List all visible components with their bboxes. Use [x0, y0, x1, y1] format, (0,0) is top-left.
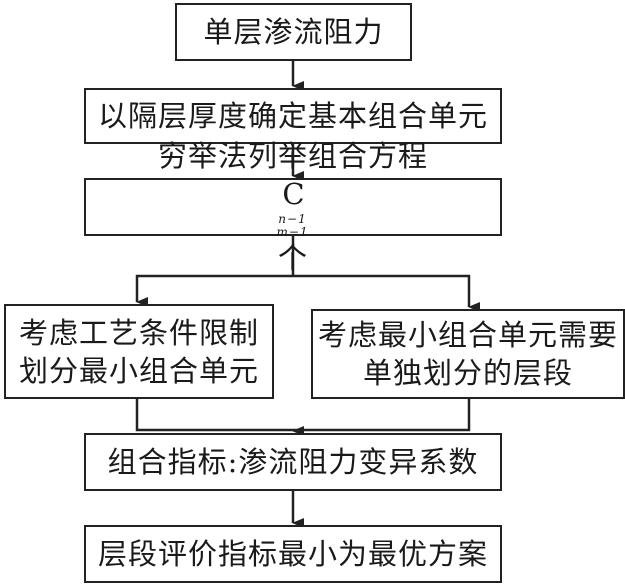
node-label: 单层渗流阻力 [203, 15, 384, 49]
formula-indices: n−1 m−1 [159, 213, 426, 239]
node-label: 组合指标:渗流阻力变异系数 [107, 445, 479, 479]
formula-subscript: m−1 [276, 225, 309, 239]
node-label-line-1: 考虑最小组合单元需要 [317, 318, 618, 352]
node-process-constraints: 考虑工艺条件限制 划分最小组合单元 [4, 304, 274, 399]
label-suffix: 个 [277, 241, 308, 275]
formula-superscript: n−1 [278, 212, 307, 226]
node-separate-intervals: 考虑最小组合单元需要 单独划分的层段 [311, 309, 625, 399]
edge-n3-n5 [293, 274, 480, 312]
node-label-line-1: 考虑工艺条件限制 [18, 315, 259, 350]
node-single-layer-resistance: 单层渗流阻力 [175, 3, 412, 61]
node-basic-unit: 以隔层厚度确定基本组合单元 [84, 88, 502, 144]
node-label: 穷举法列举组合方程 C n−1 m−1 个 [158, 137, 428, 277]
edge-n4-merge [135, 398, 471, 432]
node-optimal-scheme: 层段评价指标最小为最优方案 [84, 525, 502, 583]
formula-symbol: C [282, 177, 306, 211]
node-combination-index: 组合指标:渗流阻力变异系数 [84, 433, 502, 491]
edge-n3-n4 [135, 274, 293, 307]
node-label-line-2: 单独划分的层段 [362, 356, 573, 390]
label-prefix: 穷举法列举组合方程 [157, 139, 428, 173]
node-label: 以隔层厚度确定基本组合单元 [97, 99, 488, 133]
node-label: 层段评价指标最小为最优方案 [97, 537, 488, 571]
node-enumerate-combinations: 穷举法列举组合方程 C n−1 m−1 个 [84, 139, 502, 275]
node-label-line-2: 划分最小组合单元 [18, 353, 259, 388]
